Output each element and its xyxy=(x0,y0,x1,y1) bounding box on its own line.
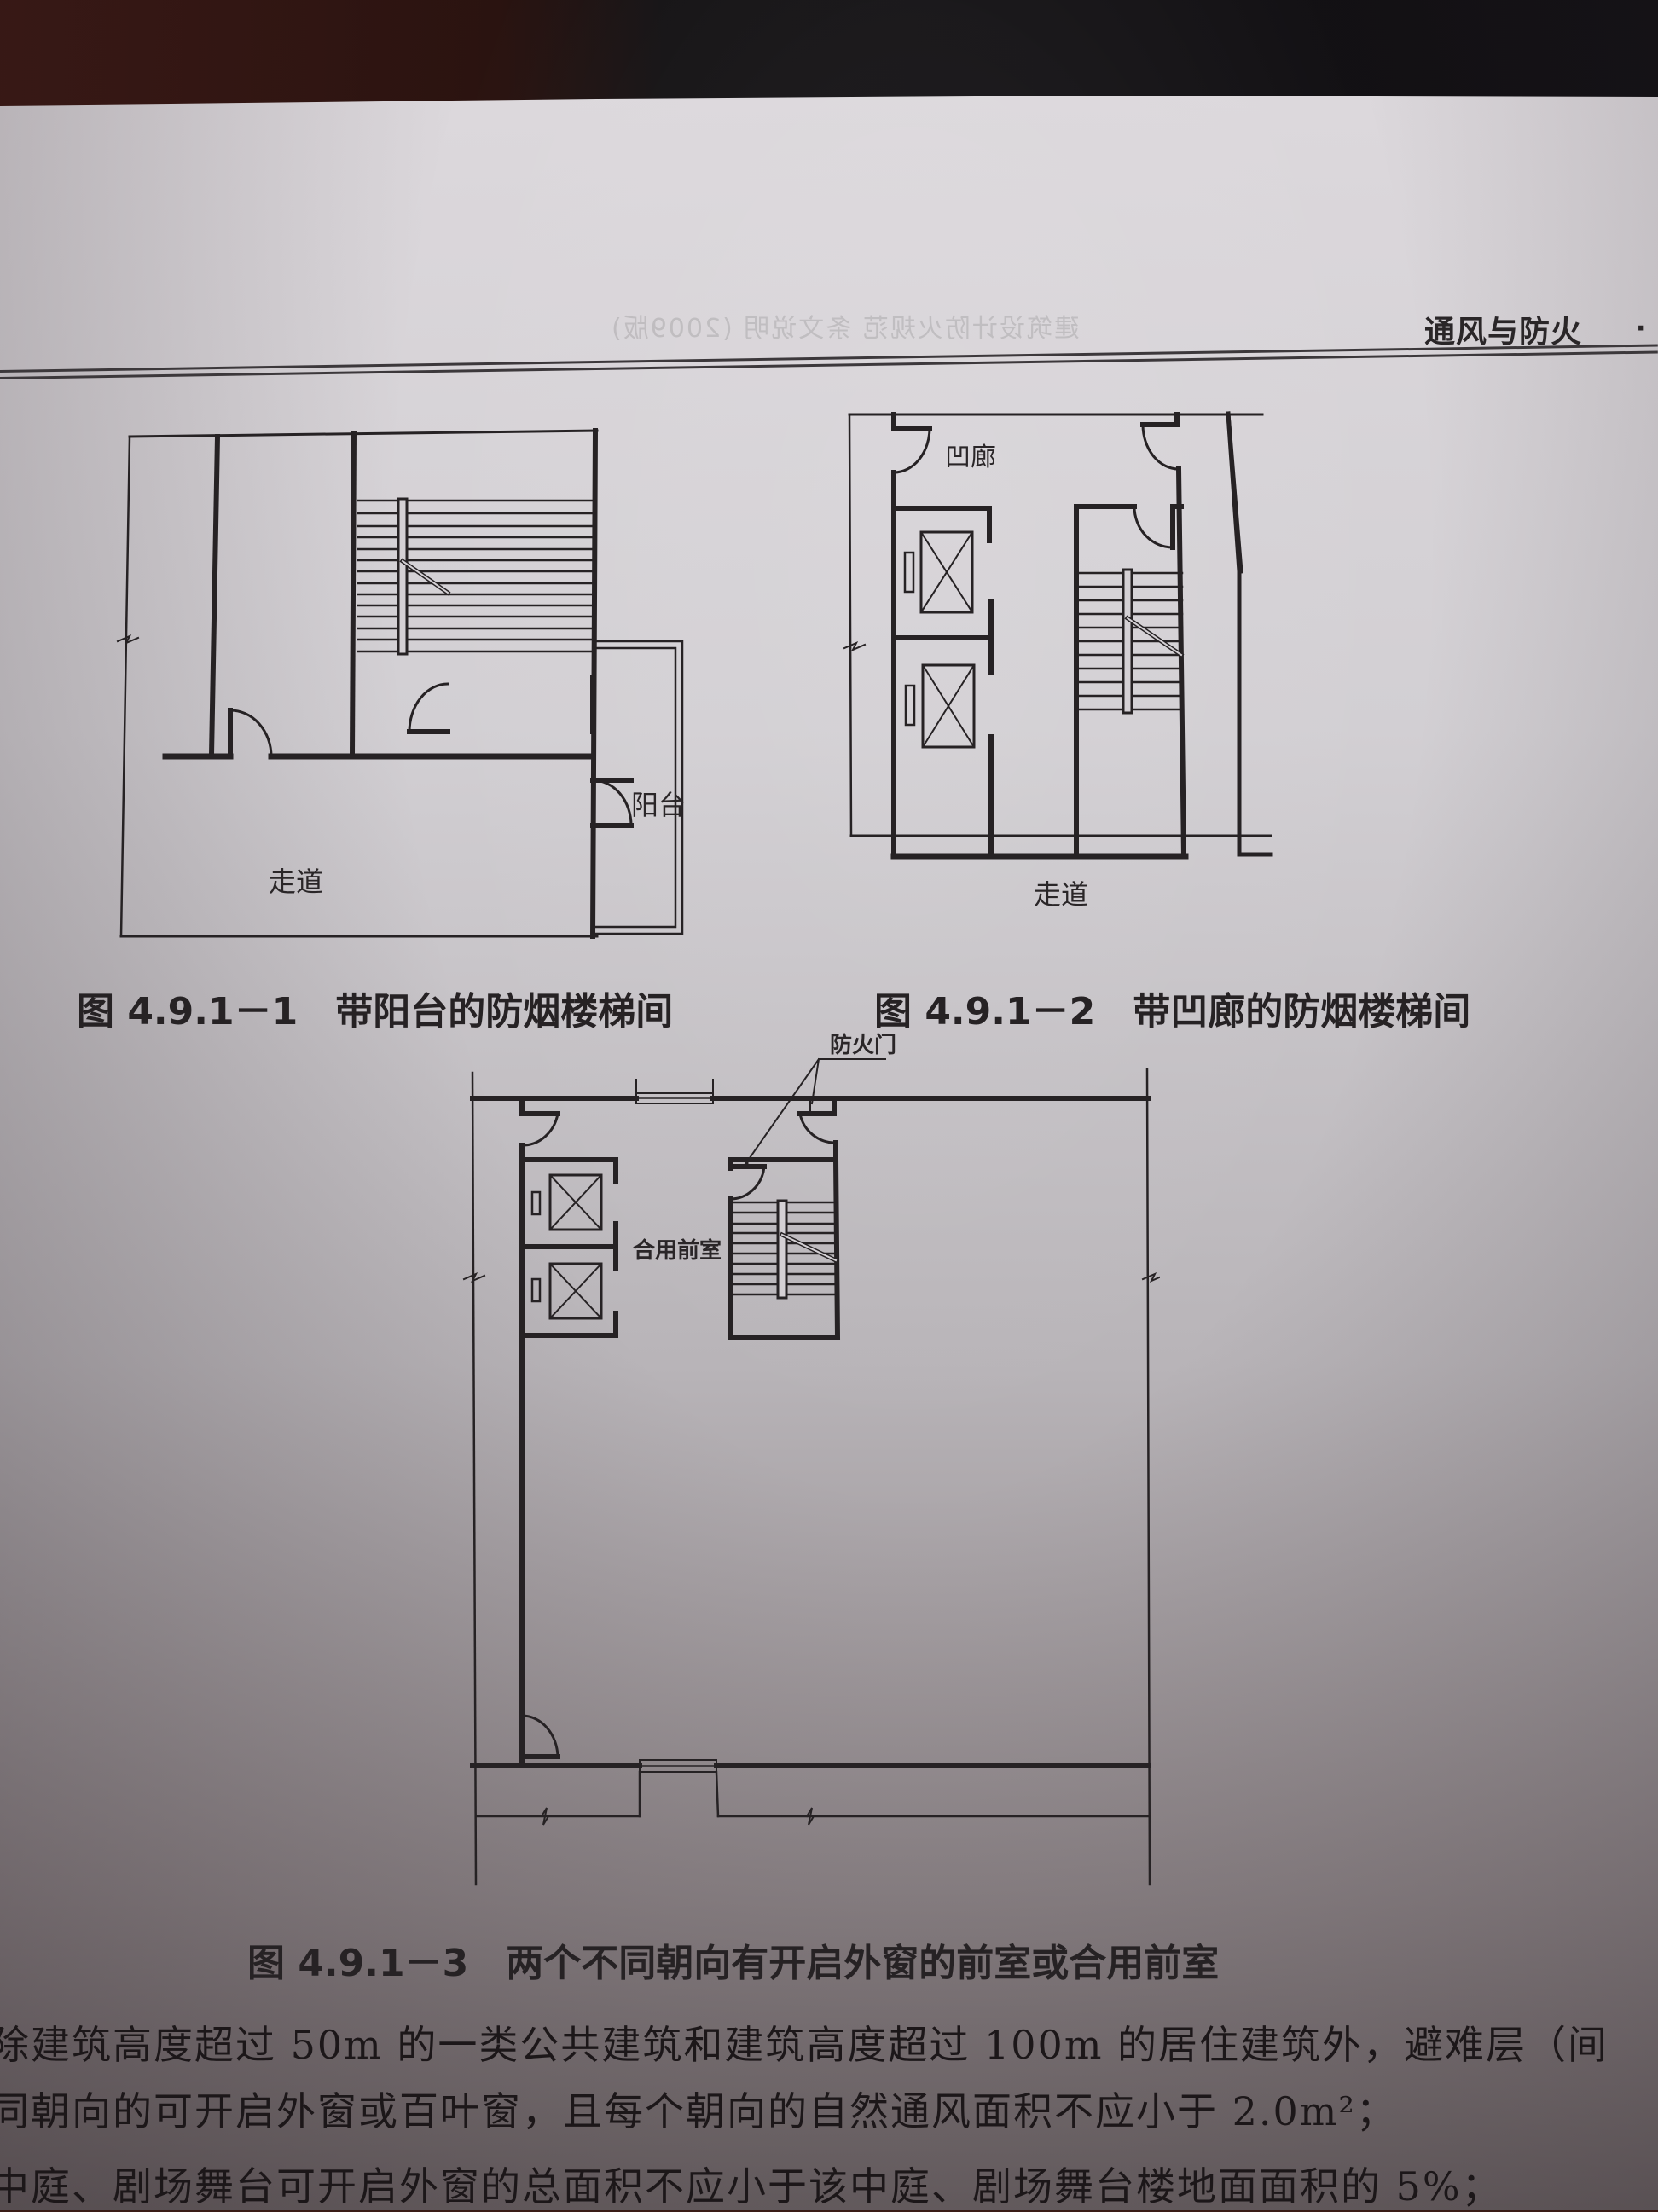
figure-3-caption: 图 4.9.1－3 两个不同朝向有开启外窗的前室或合用前室 xyxy=(247,1942,1220,1985)
header-dot: · xyxy=(1636,314,1646,344)
body-text-line-1: 除建筑高度超过 50m 的一类公共建筑和建筑高度超过 100m 的居住建筑外，避… xyxy=(0,2022,1609,2068)
label-balcony: 阳台 xyxy=(631,789,686,821)
label-corridor: 走道 xyxy=(1034,878,1088,911)
figure-1-plan: 走道 阳台 xyxy=(111,418,751,955)
figure-3-plan: 防火门 合用前室 xyxy=(461,1032,1160,1902)
body-text-line-2: 同朝向的可开启外窗或百叶窗，且每个朝向的自然通风面积不应小于 2.0m²； xyxy=(0,2088,1397,2134)
section-header: 通风与防火 xyxy=(1424,315,1583,350)
figure-1-caption: 图 4.9.1－1 带阳台的防烟楼梯间 xyxy=(77,990,674,1034)
label-corridor: 走道 xyxy=(269,866,323,898)
body-text-line-3: 中庭、剧场舞台可开启外窗的总面积不应小于该中庭、剧场舞台楼地面面积的 5%； xyxy=(0,2163,1503,2209)
label-shared-anteroom: 合用前室 xyxy=(633,1237,722,1264)
label-fire-door: 防火门 xyxy=(830,1033,896,1058)
figure-2-caption: 图 4.9.1－2 带凹廊的防烟楼梯间 xyxy=(874,990,1471,1034)
label-recessed-corridor: 凹廊 xyxy=(945,443,996,472)
desk-background xyxy=(0,0,1658,111)
book-page xyxy=(0,96,1658,2210)
bleed-through-text: 建筑设计防火规范 条文说明 (2009版) xyxy=(610,314,1080,344)
figure-2-plan: 凹廊 走道 xyxy=(836,401,1518,947)
